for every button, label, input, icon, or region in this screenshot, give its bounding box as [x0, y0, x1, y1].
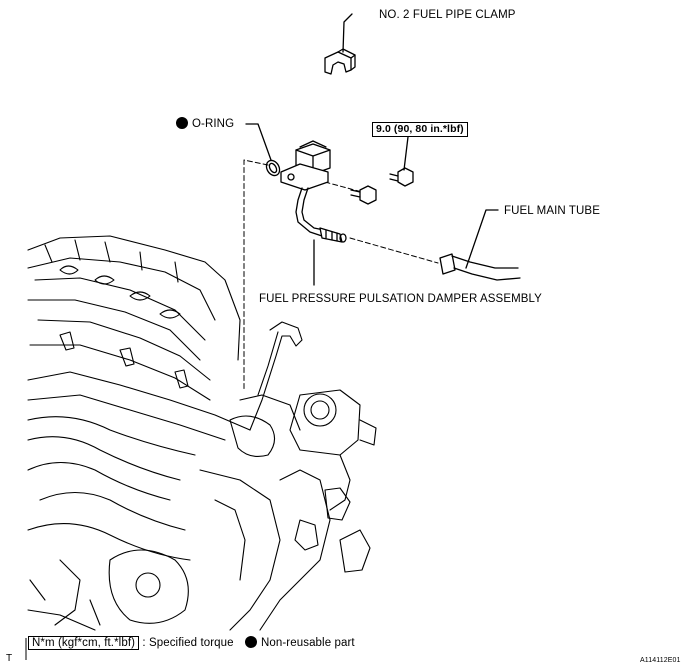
non-reusable-legend-icon [244, 636, 257, 648]
torque-spec-label: 9.0 (90, 80 in.*lbf) [372, 122, 468, 137]
fuel-main-tube-part [439, 253, 521, 281]
bolt-2-part [389, 167, 414, 187]
bolt-1-part [350, 185, 377, 205]
clamp-leader-line [342, 13, 353, 53]
legend: N*m (kgf*cm, ft.*lbf) : Specified torque… [28, 636, 355, 651]
non-reusable-icon [176, 117, 188, 129]
fuel-pipe-clamp-part [324, 48, 356, 75]
fuel-main-tube-label: FUEL MAIN TUBE [504, 205, 600, 217]
o-ring-leader-line [245, 123, 272, 161]
o-ring-label: O-RING [176, 117, 234, 131]
corner-mark-letter: T [6, 653, 13, 664]
figure-id: A114112E01 [640, 657, 681, 664]
clamp-label: NO. 2 FUEL PIPE CLAMP [379, 9, 516, 21]
torque-leader-line [403, 136, 409, 171]
fuel-main-tube-leader-line [465, 209, 499, 269]
non-reusable-legend-text: Non-reusable part [260, 637, 355, 649]
damper-assembly-part [280, 140, 347, 243]
o-ring-label-text: O-RING [192, 118, 235, 130]
damper-assembly-label: FUEL PRESSURE PULSATION DAMPER ASSEMBLY [259, 293, 542, 305]
o-ring-part [265, 159, 281, 177]
engine-illustration [27, 235, 377, 631]
torque-legend-text: : Specified torque [142, 637, 234, 649]
torque-units-box: N*m (kgf*cm, ft.*lbf) [28, 636, 140, 650]
